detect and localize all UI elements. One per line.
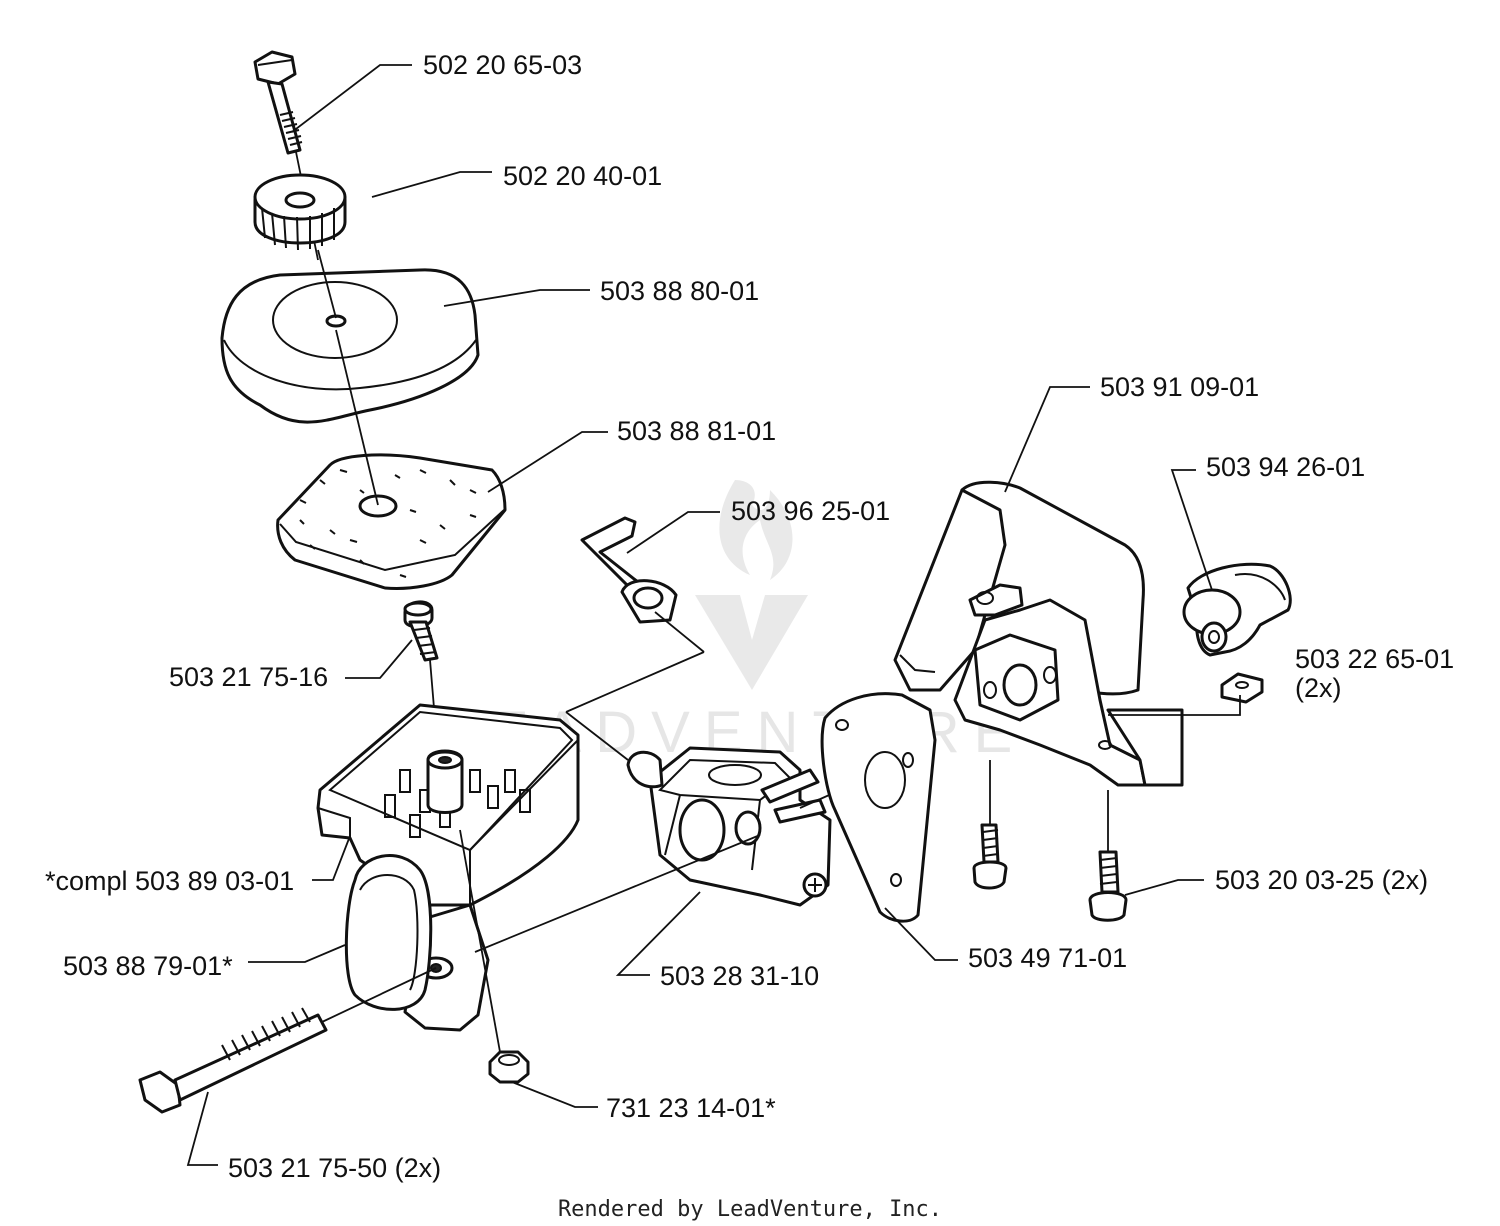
label-square-nut-qty: (2x) (1295, 673, 1342, 703)
label-filter-foam: 503 88 81-01 (617, 416, 776, 446)
shield-screw-right-part (1088, 790, 1128, 922)
label-long-screw: 503 21 75-50 (2x) (228, 1153, 441, 1183)
label-choke-lever: 503 96 25-01 (731, 496, 890, 526)
gasket-part (820, 692, 937, 923)
footer-credit: Rendered by LeadVenture, Inc. (558, 1197, 942, 1222)
leader-lines (186, 64, 1241, 1166)
filter-cover-part (220, 249, 480, 424)
label-nut: 731 23 14-01* (606, 1093, 776, 1123)
nut-part (488, 1050, 530, 1084)
grommet-part (344, 854, 490, 1032)
label-bolt-top: 502 20 65-03 (423, 50, 582, 80)
knob-part (253, 173, 347, 251)
long-screw-part (138, 1007, 328, 1114)
label-carburetor: 503 28 31-10 (660, 961, 819, 991)
label-screw-filter: 503 21 75-16 (169, 662, 328, 692)
label-shield: 503 91 09-01 (1100, 372, 1259, 402)
choke-lever-part (580, 516, 678, 624)
square-nut-part (1220, 672, 1264, 704)
filter-foam-part (276, 453, 507, 590)
bolt-top-part (253, 50, 303, 155)
screw-filter-part (403, 600, 439, 662)
label-knob: 502 20 40-01 (503, 161, 662, 191)
label-intake-boot: 503 94 26-01 (1206, 452, 1365, 482)
label-square-nut: 503 22 65-01 (1295, 644, 1454, 674)
label-filter-cover: 503 88 80-01 (600, 276, 759, 306)
shield-part (893, 480, 1184, 787)
intake-boot-part (1182, 562, 1292, 657)
label-grommet: 503 88 79-01* (63, 951, 233, 981)
label-shield-screws: 503 20 03-25 (2x) (1215, 865, 1428, 895)
carburetor-part (626, 746, 832, 907)
label-housing-complete: *compl 503 89 03-01 (45, 866, 294, 896)
part-labels: 502 20 65-03 502 20 40-01 503 88 80-01 5… (45, 50, 1454, 1183)
label-gasket: 503 49 71-01 (968, 943, 1127, 973)
shield-screw-left-part (972, 760, 1008, 890)
